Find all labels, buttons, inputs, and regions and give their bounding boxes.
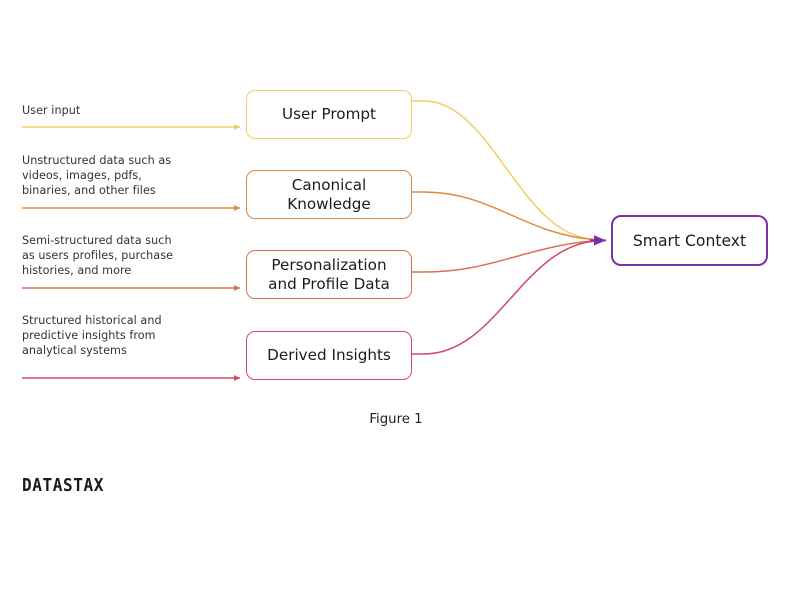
node-smart-context[interactable]: Smart Context bbox=[611, 215, 768, 266]
node-canonical-knowledge-label: Canonical Knowledge bbox=[287, 175, 371, 213]
flow-curve-user-prompt bbox=[412, 100, 595, 240]
datastax-logo: DATASTAX bbox=[22, 476, 111, 496]
node-derived-insights[interactable]: Derived Insights bbox=[246, 331, 412, 380]
description-user-prompt: User input bbox=[22, 104, 81, 117]
flow-curve-personalization-profile-data bbox=[412, 240, 595, 273]
node-personalization-profile-data-label: Personalization and Profile Data bbox=[268, 255, 390, 293]
description-personalization-profile-data: Semi-structured data such as users profi… bbox=[22, 234, 174, 278]
node-canonical-knowledge[interactable]: Canonical Knowledge bbox=[246, 170, 412, 219]
node-user-prompt-label: User Prompt bbox=[282, 105, 376, 123]
node-smart-context-label: Smart Context bbox=[632, 231, 747, 250]
node-derived-insights-label: Derived Insights bbox=[267, 346, 391, 364]
node-personalization-profile-data[interactable]: Personalization and Profile Data bbox=[246, 250, 412, 299]
node-user-prompt[interactable]: User Prompt bbox=[246, 90, 412, 139]
datastax-wordmark: DATASTAX bbox=[22, 476, 104, 496]
description-derived-insights: Structured historical and predictive ins… bbox=[22, 314, 162, 358]
figure-caption: Figure 1 bbox=[369, 412, 423, 427]
description-canonical-knowledge: Unstructured data such as videos, images… bbox=[22, 154, 172, 198]
flow-curve-derived-insights bbox=[412, 240, 595, 355]
flow-curve-canonical-knowledge bbox=[412, 191, 595, 241]
